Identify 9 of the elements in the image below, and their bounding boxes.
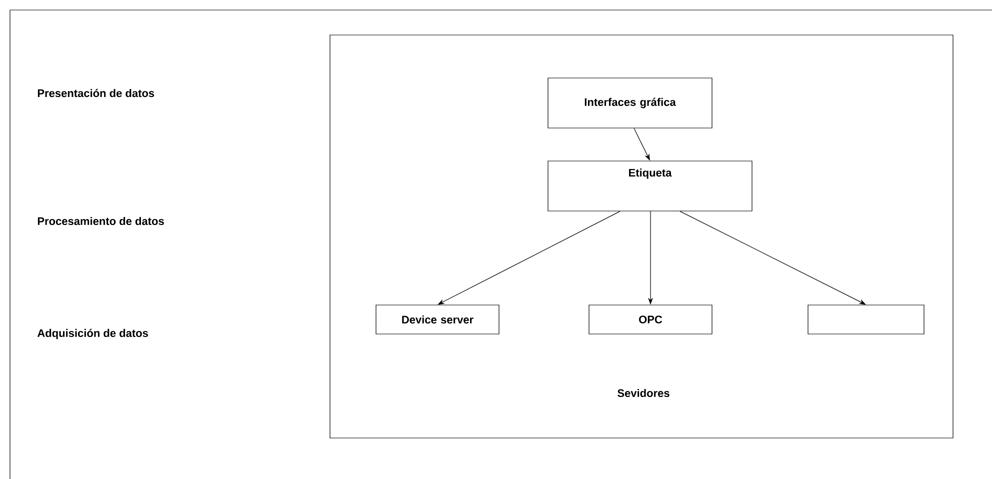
arrow	[680, 211, 866, 305]
process-box: Etiqueta	[548, 160, 752, 212]
layer-label: Procesamiento de datos	[38, 216, 164, 226]
process-box: OPC	[588, 304, 712, 334]
layer-label: Presentación de datos	[38, 88, 154, 98]
process-box: Interfaces gráfica	[548, 78, 712, 128]
layer-label: Adquisición de datos	[37, 328, 148, 340]
process-box: Device server	[376, 304, 500, 334]
process-box	[808, 304, 924, 334]
